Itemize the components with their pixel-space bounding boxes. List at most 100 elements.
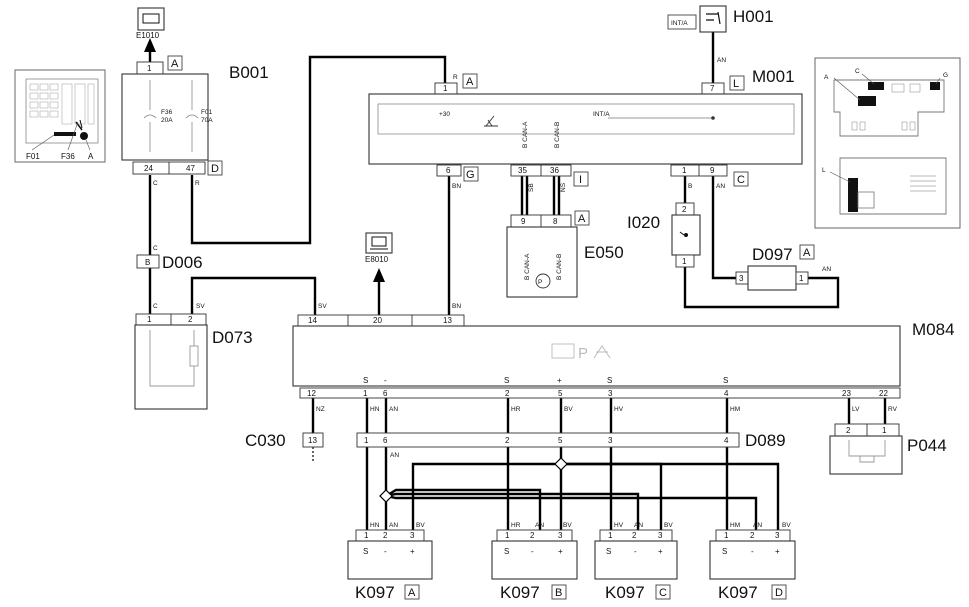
- k097b-body: [491, 540, 578, 580]
- k097a-wire-2: AN: [389, 522, 398, 529]
- m084-pin-23: 23: [842, 389, 851, 398]
- m084-pin-5: 5: [558, 389, 563, 398]
- p044-pin-1: 1: [882, 426, 887, 435]
- m084-pin-14: 14: [308, 316, 317, 325]
- m001-conn-l: L: [733, 78, 739, 90]
- b001-pin-in-label: 1: [147, 64, 152, 73]
- e050-pin-9: 9: [521, 217, 526, 226]
- m084-pin-22: 22: [879, 389, 888, 398]
- fusebox-label-f01: F01: [26, 152, 40, 161]
- d089-pin-6: 6: [383, 436, 388, 445]
- m084-pin-2: 2: [505, 389, 510, 398]
- e1010-label: E1010: [136, 31, 160, 40]
- e1010-icon-frame: [137, 7, 165, 31]
- k097b-pin-1: 1: [505, 531, 510, 540]
- i020-pin-1-box: [675, 254, 695, 268]
- computer-icon: [371, 236, 387, 247]
- h001-label: H001: [733, 7, 774, 26]
- component-d073: C SV 1 2 D073: [134, 303, 253, 410]
- d089-pin-2: 2: [505, 436, 510, 445]
- arrow-e1010: [144, 38, 156, 52]
- fuse-f01-name: F01: [201, 109, 213, 116]
- component-k097-c: HV AN BV 1 2 3 S - + K097 C: [594, 522, 678, 602]
- i020-pin-2: 2: [682, 205, 687, 214]
- e050-pin-8: 8: [553, 217, 558, 226]
- m001-conn-c-box: [733, 171, 749, 187]
- k097b-pin-3: 3: [558, 531, 563, 540]
- b001-pin-24: 24: [144, 164, 153, 173]
- d073-body: [134, 324, 208, 410]
- k097d-sign-s: S: [722, 547, 727, 556]
- m084-pin-3: 3: [608, 389, 613, 398]
- wire-bv-k097d: [561, 462, 780, 530]
- k097c-wire-3: BV: [664, 522, 673, 529]
- k097d-pin-2: 2: [750, 531, 755, 540]
- d089-label: D089: [745, 431, 786, 450]
- b001-wire-c: C: [153, 180, 158, 187]
- m084-sign-1: S: [363, 376, 368, 385]
- d073-inner: [149, 330, 195, 387]
- component-i020: 2 1 I020: [627, 202, 701, 268]
- m084-wire-bn: BN: [452, 303, 461, 310]
- m001-inner-30: +30: [439, 111, 450, 118]
- c030-label: C030: [245, 431, 286, 450]
- k097b-label: K097: [500, 583, 540, 602]
- component-d006: C B D006: [136, 245, 203, 272]
- k097d-variant: D: [775, 587, 783, 599]
- board-mark-a: [858, 96, 876, 106]
- b001-pin-47: 47: [186, 164, 195, 173]
- svg-text:P: P: [578, 345, 588, 362]
- e050-can-b: B CAN-B: [556, 254, 563, 280]
- d089-pin-row: [356, 432, 740, 448]
- d097-pin-1: 1: [799, 274, 804, 283]
- p044-body: [829, 435, 903, 475]
- e050-can-a: B CAN-A: [524, 253, 531, 280]
- d073-switch-symbol: [189, 345, 199, 367]
- light-icon: [706, 11, 721, 25]
- m084-sign-5: +: [557, 376, 562, 385]
- m001-label: M001: [752, 67, 795, 86]
- m084-sign-3: S: [607, 376, 612, 385]
- k097a-sign-plus: +: [410, 547, 415, 556]
- h001-badge: INT/A: [671, 20, 688, 27]
- k097d-wire-3: BV: [782, 522, 791, 529]
- board-top-outline: [833, 79, 945, 137]
- wire-an-k097b: [385, 488, 542, 530]
- m084-wire-nz: NZ: [316, 406, 325, 413]
- d097-conn-a: A: [803, 247, 811, 259]
- k097a-wire-1: HN: [370, 522, 380, 529]
- d097-wire-an: AN: [822, 266, 831, 273]
- h001-icon-frame: [699, 5, 727, 33]
- wire-d073-m084-sv: [190, 276, 317, 318]
- m001-conn-l-box: [729, 75, 745, 91]
- d006-label: D006: [162, 253, 203, 272]
- component-k097-a: HN AN BV 1 2 3 S - + K097 A: [347, 522, 433, 602]
- fuse-f36-symbol: [143, 80, 157, 152]
- m084-sign-4: S: [723, 376, 728, 385]
- component-c030: 13 C030: [245, 431, 324, 450]
- c030-pin-box: [302, 432, 324, 448]
- wire-m001-d097: [711, 176, 748, 280]
- board-label-c: C: [855, 68, 860, 75]
- d073-wire-c: C: [153, 303, 158, 310]
- component-e1010: E1010: [136, 7, 165, 40]
- k097d-sign-plus: +: [775, 547, 780, 556]
- m001-wire-b: B: [688, 183, 692, 190]
- d089-pin-3: 3: [608, 436, 613, 445]
- m084-parking-icon: P: [551, 343, 611, 362]
- m001-inner-inta: INT/A: [593, 111, 610, 118]
- board-label-l: L: [822, 167, 826, 174]
- d089-pin-5: 5: [558, 436, 563, 445]
- k097c-body: [594, 540, 678, 580]
- arrow-e8010: [373, 268, 385, 282]
- m001-wire-sb: SB: [528, 183, 535, 192]
- m001-body: [368, 93, 803, 165]
- d089-pin-1: 1: [364, 436, 369, 445]
- b001-label: B001: [229, 63, 269, 82]
- e050-body: [506, 226, 578, 298]
- m001-conn-c: C: [737, 174, 745, 186]
- p044-inner: [848, 440, 886, 463]
- board-mark-l: [848, 178, 858, 212]
- m001-inner-panel: [377, 103, 795, 135]
